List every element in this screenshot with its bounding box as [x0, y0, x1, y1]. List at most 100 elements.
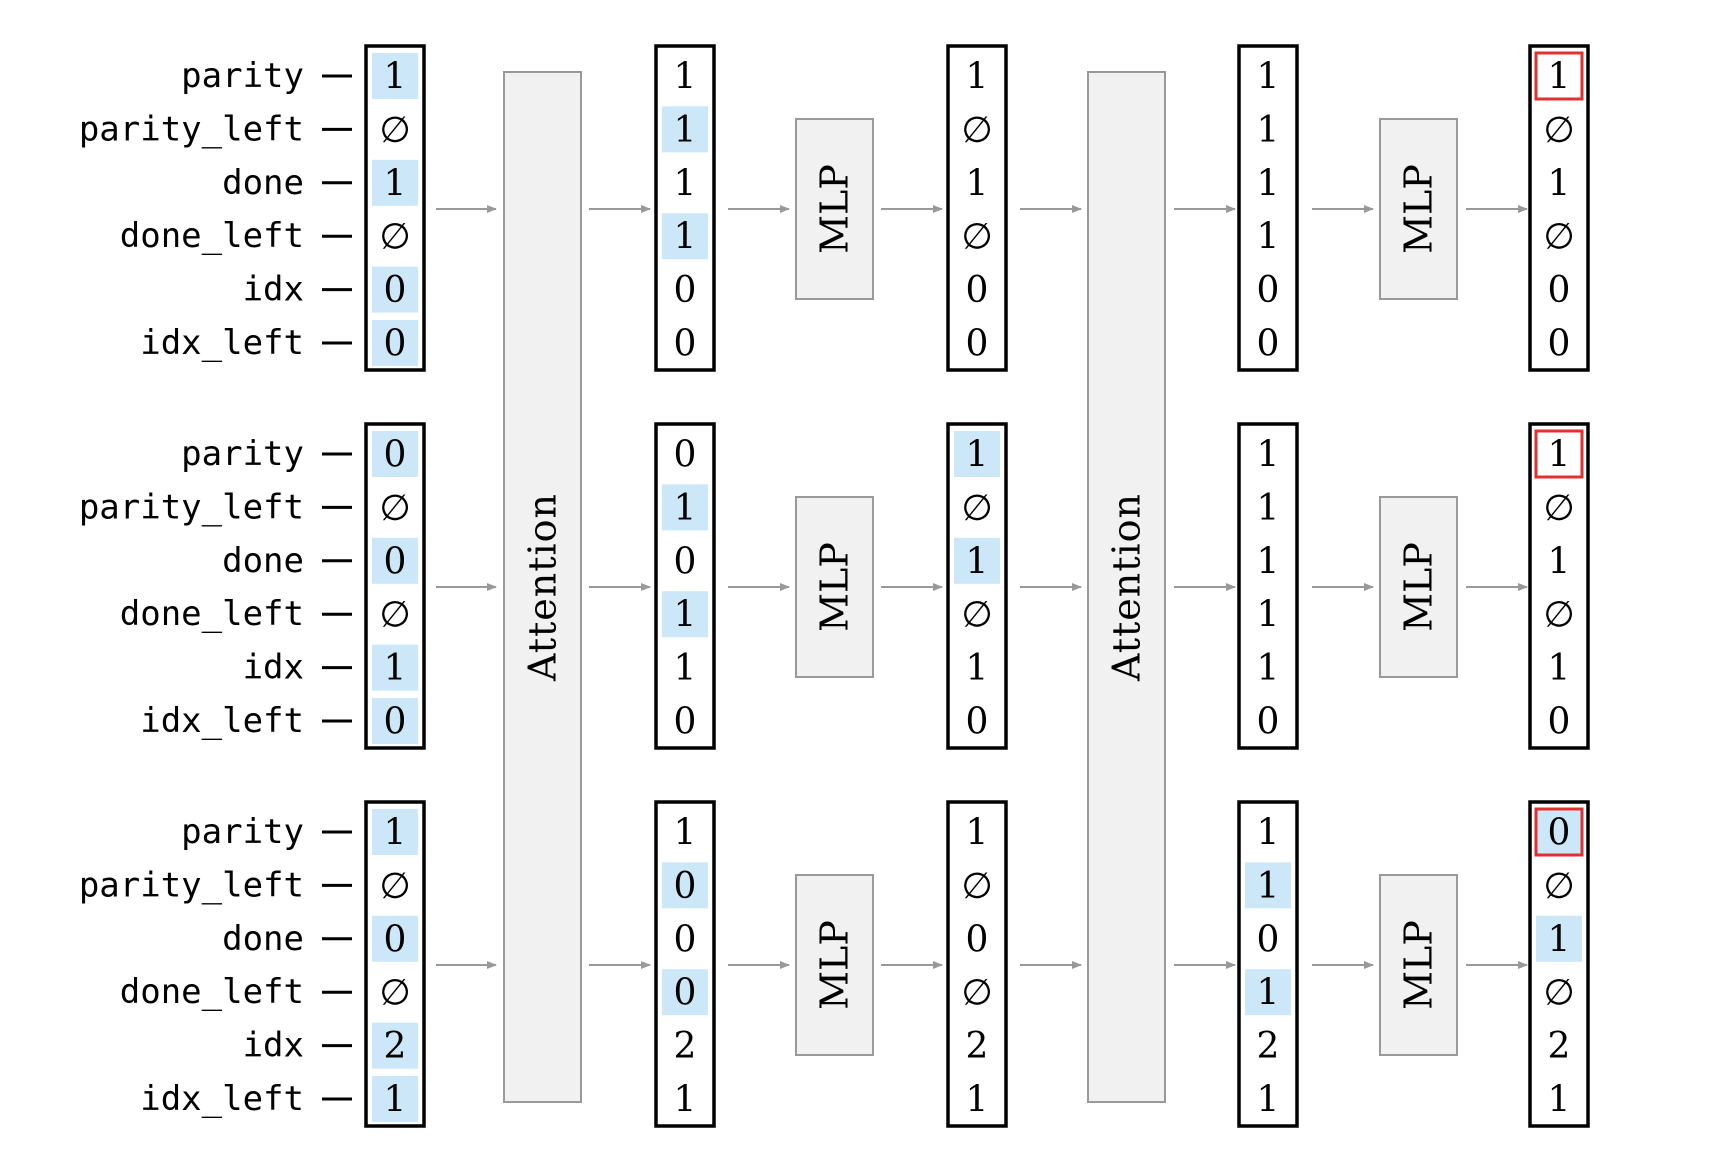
vector-value: ∅ — [961, 217, 992, 258]
field-label-idx: idx — [243, 270, 304, 310]
vector-value: 1 — [674, 217, 697, 258]
value-highlight — [662, 969, 708, 1016]
value-highlight — [662, 484, 708, 531]
vector-value: 0 — [384, 541, 407, 582]
mlp-block-1-row-2 — [795, 496, 874, 678]
vector-value: 1 — [1548, 648, 1571, 689]
vector-value: 1 — [966, 648, 989, 689]
field-label-parity-left: parity_left — [79, 865, 304, 905]
vector-value: ∅ — [961, 595, 992, 636]
value-highlight — [372, 266, 418, 313]
vector-value: 0 — [674, 866, 697, 907]
value-highlight — [1245, 969, 1291, 1016]
vector-value: ∅ — [961, 488, 992, 529]
mlp-block-label: MLP — [1397, 164, 1441, 254]
vector-value: 1 — [674, 488, 697, 529]
field-label-done: done — [222, 541, 304, 581]
value-highlight — [372, 698, 418, 744]
mlp-block-2-row-3 — [1379, 874, 1458, 1056]
field-label-idx-left: idx_left — [140, 701, 304, 741]
vector-value: ∅ — [961, 866, 992, 907]
state-vector-output-row-1 — [1528, 44, 1590, 372]
vector-value: 0 — [674, 541, 697, 582]
vector-value: ∅ — [379, 595, 410, 636]
vector-value: ∅ — [1543, 866, 1574, 907]
vector-value: 1 — [674, 163, 697, 204]
field-label-idx: idx — [243, 1026, 304, 1066]
vector-value: ∅ — [1543, 488, 1574, 529]
state-vector-output-row-3 — [1528, 800, 1590, 1128]
vector-value: 0 — [1257, 270, 1280, 311]
vector-value: 1 — [674, 57, 697, 98]
vector-value: ∅ — [961, 973, 992, 1014]
vector-value: 1 — [1257, 57, 1280, 98]
vector-value: 0 — [1257, 324, 1280, 365]
vector-value: 2 — [674, 1026, 697, 1067]
value-highlight — [372, 915, 418, 962]
vector-value: 1 — [384, 57, 407, 98]
vector-value: 1 — [1548, 1080, 1571, 1121]
vector-value: 0 — [674, 270, 697, 311]
vector-value: 0 — [1257, 702, 1280, 743]
vector-value: 1 — [1257, 163, 1280, 204]
field-label-parity: parity — [181, 812, 304, 852]
state-vector-after-mlp-1-row-2 — [946, 422, 1008, 750]
vector-value: 1 — [1548, 163, 1571, 204]
vector-value: 1 — [966, 57, 989, 98]
mlp-block-1-row-1 — [795, 118, 874, 300]
labels-layer: parityparity_leftdonedone_leftidxidx_lef… — [79, 56, 352, 1119]
value-highlight — [372, 644, 418, 691]
state-vector-after-mlp-1-row-1 — [946, 44, 1008, 372]
state-vector-input-row-2 — [364, 422, 426, 750]
vector-value: 0 — [1548, 270, 1571, 311]
vector-value: 1 — [1257, 541, 1280, 582]
vector-value: 0 — [1548, 702, 1571, 743]
vector-value: 1 — [384, 163, 407, 204]
vector-value: 0 — [384, 270, 407, 311]
field-label-done-left: done_left — [120, 594, 304, 634]
field-label-done-left: done_left — [120, 216, 304, 256]
state-vector-after-attention-2-row-3 — [1237, 800, 1299, 1128]
vector-value: 1 — [674, 648, 697, 689]
vector-value: 1 — [966, 813, 989, 854]
field-label-idx: idx — [243, 648, 304, 688]
field-label-idx-left: idx_left — [140, 323, 304, 363]
value-highlight — [662, 106, 708, 153]
vector-value: 1 — [1257, 110, 1280, 151]
mlp-block-2-row-2 — [1379, 496, 1458, 678]
mlp-block-label: MLP — [1397, 542, 1441, 632]
vector-value: 1 — [1257, 648, 1280, 689]
value-highlight — [372, 320, 418, 366]
vector-value: 0 — [674, 919, 697, 960]
vector-value: 1 — [1257, 435, 1280, 476]
vector-value: 1 — [384, 648, 407, 689]
state-vector-after-attention-1-row-2 — [654, 422, 716, 750]
value-highlight — [372, 1076, 418, 1122]
vector-value: ∅ — [379, 973, 410, 1014]
vector-value: ∅ — [961, 110, 992, 151]
field-label-done: done — [222, 919, 304, 959]
value-highlight — [1536, 809, 1582, 855]
vector-value: 0 — [1257, 919, 1280, 960]
value-highlight — [1245, 862, 1291, 909]
field-label-done-left: done_left — [120, 972, 304, 1012]
vector-value: 0 — [674, 435, 697, 476]
vector-value: 0 — [966, 702, 989, 743]
vector-value: 1 — [384, 1080, 407, 1121]
value-highlight — [372, 1022, 418, 1069]
attention-block-2 — [1087, 71, 1166, 1103]
vector-value: 1 — [1257, 217, 1280, 258]
field-label-idx-left: idx_left — [140, 1079, 304, 1119]
state-vector-after-attention-2-row-1 — [1237, 44, 1299, 372]
output-answer-box — [1534, 807, 1584, 857]
vector-value: 2 — [1548, 1026, 1571, 1067]
vector-value: ∅ — [379, 217, 410, 258]
vector-value: 0 — [384, 702, 407, 743]
vector-value: ∅ — [1543, 110, 1574, 151]
vector-value: 1 — [674, 813, 697, 854]
state-vector-after-attention-1-row-3 — [654, 800, 716, 1128]
mlp-block-label: MLP — [813, 542, 857, 632]
attention-block-label: Attention — [1105, 493, 1149, 682]
field-label-parity: parity — [181, 56, 304, 96]
